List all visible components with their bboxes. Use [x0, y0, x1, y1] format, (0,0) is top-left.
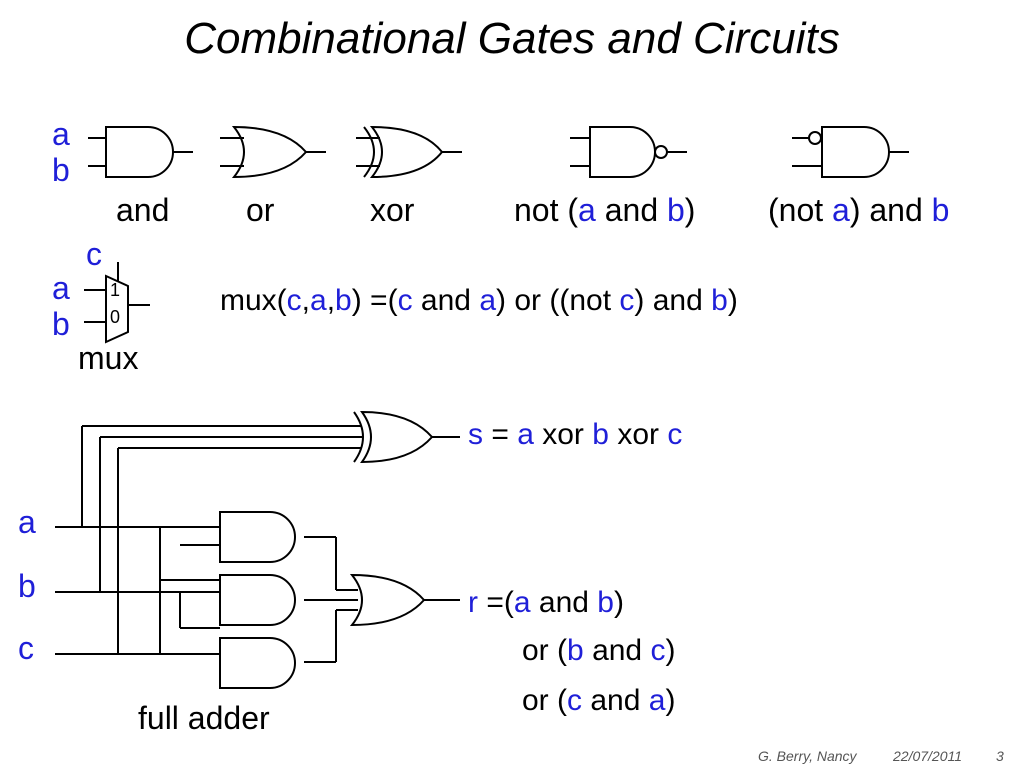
gate-input-a: a — [52, 116, 70, 152]
mux-formula-part: ) =( — [351, 284, 398, 317]
sum-var-s: s — [468, 418, 483, 451]
mux-formula-part: ) and — [634, 284, 703, 317]
mux-formula-part: ) or ((not — [496, 284, 612, 317]
mux-formula-part: , — [326, 284, 336, 317]
carry-close: ) — [613, 586, 624, 619]
not-a-and-b-gate-symbol — [792, 126, 909, 178]
mux-formula-c: c — [397, 284, 413, 317]
sum-xor: xor — [542, 418, 584, 451]
carry-var-a: a — [648, 684, 666, 717]
xor-gate-symbol — [356, 125, 462, 179]
carry-equation-line2: or (b and c) — [522, 634, 675, 668]
full-adder-wires — [55, 425, 362, 663]
full-adder-xor-gate — [353, 410, 460, 464]
page-title: Combinational Gates and Circuits — [184, 14, 840, 63]
mux-formula-part: and — [420, 284, 471, 317]
carry-equation-line3: or (c and a) — [522, 684, 675, 718]
and-label: and — [116, 192, 170, 228]
gate-input-b: b — [52, 152, 70, 188]
carry-close: ) — [665, 684, 676, 717]
or-gate-symbol — [220, 125, 326, 179]
mux-formula-b: b — [711, 284, 728, 317]
nand-open-paren: ( — [567, 192, 579, 228]
mux-formula-part: , — [301, 284, 311, 317]
mux-sel-0: 0 — [110, 307, 121, 327]
notand-var-a: a — [832, 192, 850, 228]
mux-formula-c: c — [619, 284, 635, 317]
and-gate-symbol — [88, 126, 193, 178]
sum-var-a: a — [517, 418, 534, 451]
sum-var-b: b — [592, 418, 609, 451]
carry-or: or — [522, 684, 549, 717]
notand-var-b: b — [931, 192, 950, 228]
mux-formula-a: a — [310, 284, 327, 317]
carry-and: and — [538, 586, 589, 619]
footer-page-number: 3 — [996, 748, 1004, 764]
nand-var-a: a — [578, 192, 596, 228]
mux-label: mux — [78, 340, 139, 376]
notand-open-text: (not — [768, 192, 824, 228]
carry-var-b: b — [597, 586, 614, 619]
carry-and: and — [590, 684, 641, 717]
xor-label: xor — [370, 192, 415, 228]
nand-close-paren: ) — [684, 192, 696, 228]
mux-input-c: c — [86, 236, 102, 272]
carry-and: and — [592, 634, 643, 667]
carry-open: ( — [557, 684, 568, 717]
full-adder-label: full adder — [138, 700, 270, 736]
nand-var-b: b — [667, 192, 685, 228]
notand-label: (not a) and b — [768, 192, 949, 229]
full-adder-and-gates — [219, 511, 296, 689]
carry-var-a: a — [513, 586, 531, 619]
carry-var-c: c — [567, 684, 583, 717]
mux-formula-c: c — [286, 284, 302, 317]
mux-symbol — [84, 262, 150, 344]
nand-label: not (a and b) — [514, 192, 695, 229]
carry-close: ) — [665, 634, 676, 667]
footer-date: 22/07/2011 — [893, 748, 963, 764]
mux-sel-1: 1 — [110, 280, 121, 300]
mux-input-b: b — [52, 306, 70, 342]
sum-var-c: c — [667, 418, 683, 451]
carry-var-r: r — [468, 586, 478, 619]
fa-input-b: b — [18, 568, 36, 604]
nand-not-text: not — [514, 192, 559, 228]
carry-or: or — [522, 634, 549, 667]
sum-equals: = — [491, 418, 509, 451]
carry-equation-line1: r =(a and b) — [468, 586, 624, 620]
nand-gate-symbol — [570, 126, 687, 178]
fa-input-a: a — [18, 504, 36, 540]
sum-equation: s = a xor b xor c — [468, 418, 682, 452]
carry-open: ( — [557, 634, 568, 667]
sum-xor: xor — [617, 418, 659, 451]
notand-and-text: and — [869, 192, 923, 228]
mux-formula: mux(c,a,b) =(c and a) or ((not c) and b) — [220, 284, 738, 318]
nand-and-text: and — [604, 192, 659, 228]
fa-input-c: c — [18, 630, 34, 666]
footer-author: G. Berry, Nancy — [758, 748, 857, 764]
carry-var-b: b — [567, 634, 584, 667]
mux-formula-b: b — [335, 284, 352, 317]
carry-var-c: c — [650, 634, 666, 667]
mux-formula-a: a — [479, 284, 497, 317]
mux-formula-part: mux( — [220, 284, 287, 317]
mux-formula-part: ) — [727, 284, 738, 317]
carry-equals: =( — [486, 586, 514, 619]
full-adder-or-gate — [349, 573, 460, 627]
notand-close-paren: ) — [849, 192, 861, 228]
or-label: or — [246, 192, 275, 228]
mux-input-a: a — [52, 270, 70, 306]
